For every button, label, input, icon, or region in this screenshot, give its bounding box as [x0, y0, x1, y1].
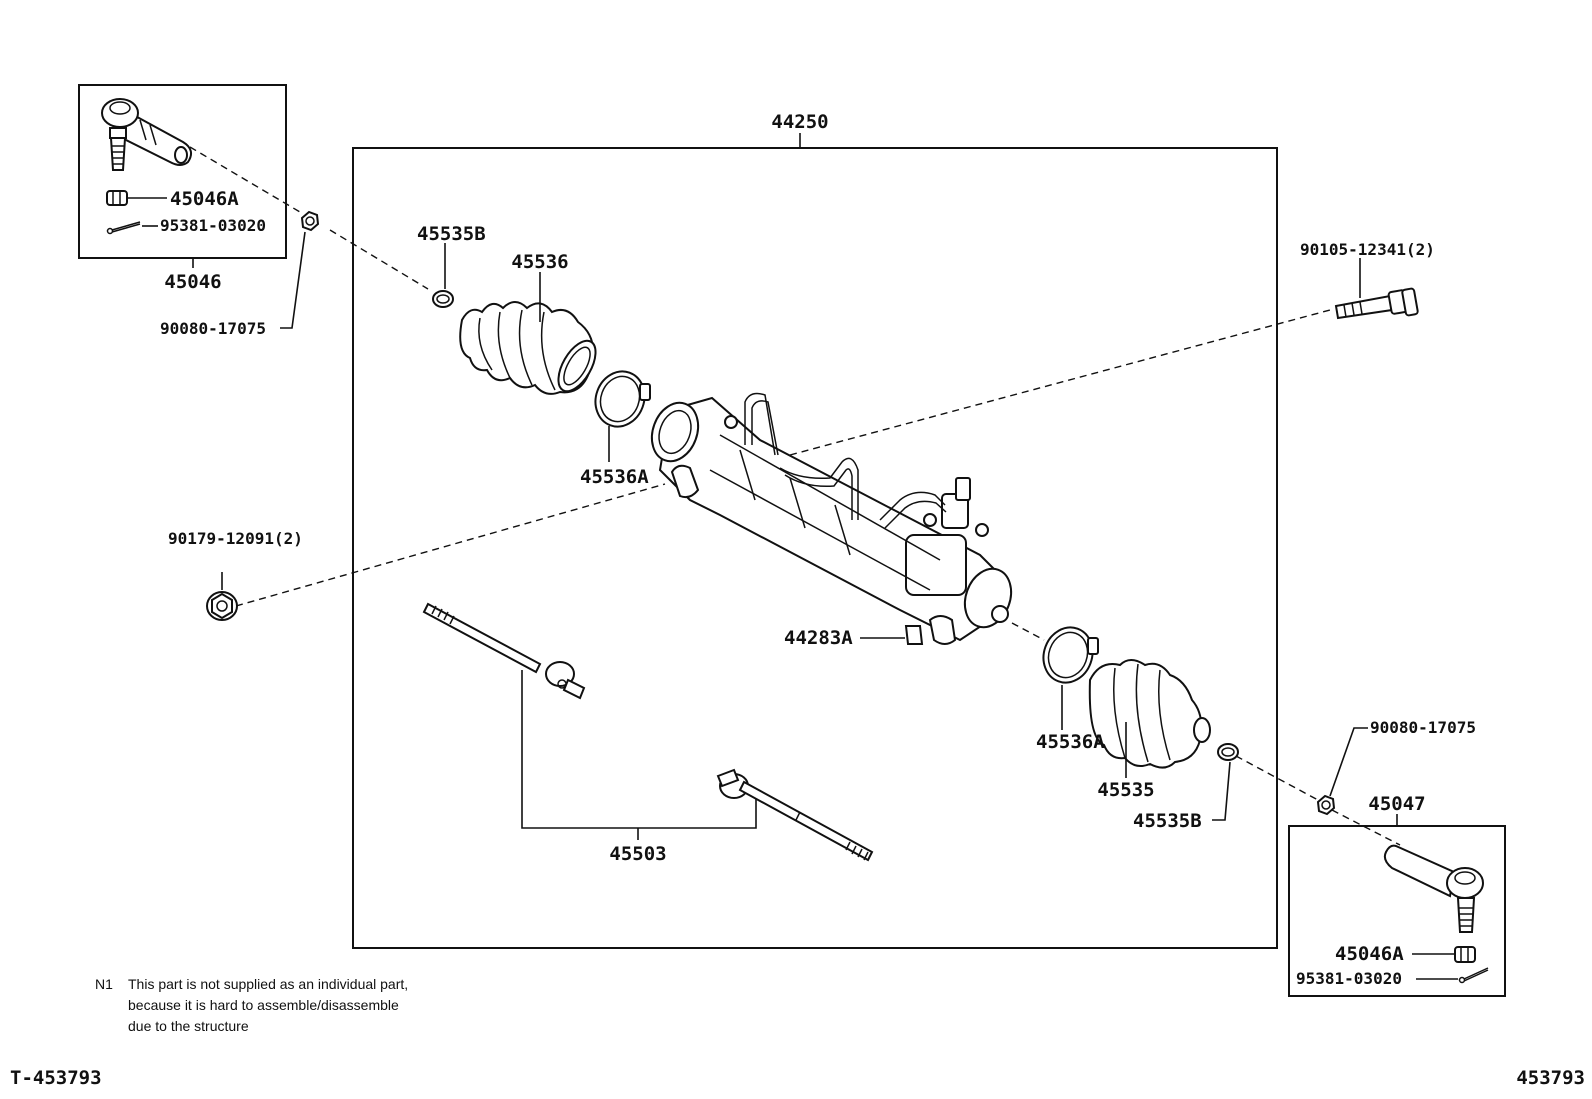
note-line-3: due to the structure [128, 1018, 249, 1034]
label-nut-bracket: 90179-12091(2) [168, 529, 303, 548]
label-bolt: 90105-12341(2) [1300, 240, 1435, 259]
note-line-1: This part is not supplied as an individu… [128, 976, 408, 992]
label-clamp-right: 45535B [1133, 810, 1202, 832]
assembly-frame [352, 147, 1278, 949]
label-nut-left: 45046A [170, 188, 239, 210]
boot-right [1088, 659, 1211, 778]
tie-rod-end-right [1383, 844, 1484, 933]
clamp-left [432, 243, 454, 308]
note-line-2: because it is hard to assemble/disassemb… [128, 997, 399, 1013]
hex-nut-left [280, 210, 320, 329]
label-nut-90080-left: 90080-17075 [160, 319, 266, 338]
note-marker: N1 [95, 976, 113, 992]
clamp-right [1212, 743, 1239, 821]
tie-rod-end-left [101, 98, 193, 171]
label-boot-left: 45536 [511, 251, 568, 273]
bolt [1334, 258, 1419, 320]
clip-right [1042, 626, 1099, 730]
label-tie-end-right: 45047 [1368, 793, 1425, 815]
label-rod: 45503 [609, 843, 666, 865]
castle-nut-left [106, 190, 167, 206]
cotter-pin-right [1416, 967, 1489, 984]
label-boot-right: 45535 [1097, 779, 1154, 801]
cap [860, 625, 924, 645]
rack-end-lower [716, 768, 874, 862]
label-nut-right: 45046A [1335, 943, 1404, 965]
label-clamp-left: 45535B [417, 223, 486, 245]
tie-end-left-frame [78, 84, 287, 259]
cotter-pin-left [106, 221, 158, 235]
label-assembly: 44250 [771, 111, 828, 133]
castle-nut-right [1412, 946, 1476, 963]
label-cap: 44283A [784, 627, 853, 649]
label-pin-right: 95381-03020 [1296, 969, 1402, 988]
label-nut-90080-right: 90080-17075 [1370, 718, 1476, 737]
label-clip-right: 45536A [1036, 731, 1105, 753]
label-pin-left: 95381-03020 [160, 216, 266, 235]
label-tie-end-left: 45046 [164, 271, 221, 293]
steering-rack-housing [650, 392, 1013, 645]
clip-left [594, 370, 651, 462]
rack-end-upper [422, 602, 757, 840]
footer-code-right: 453793 [1516, 1067, 1585, 1089]
boot-left [459, 272, 597, 395]
hex-nut-right [1316, 727, 1368, 816]
footer-code-left: T-453793 [10, 1067, 102, 1089]
flange-nut [206, 572, 238, 621]
label-clip-left: 45536A [580, 466, 649, 488]
